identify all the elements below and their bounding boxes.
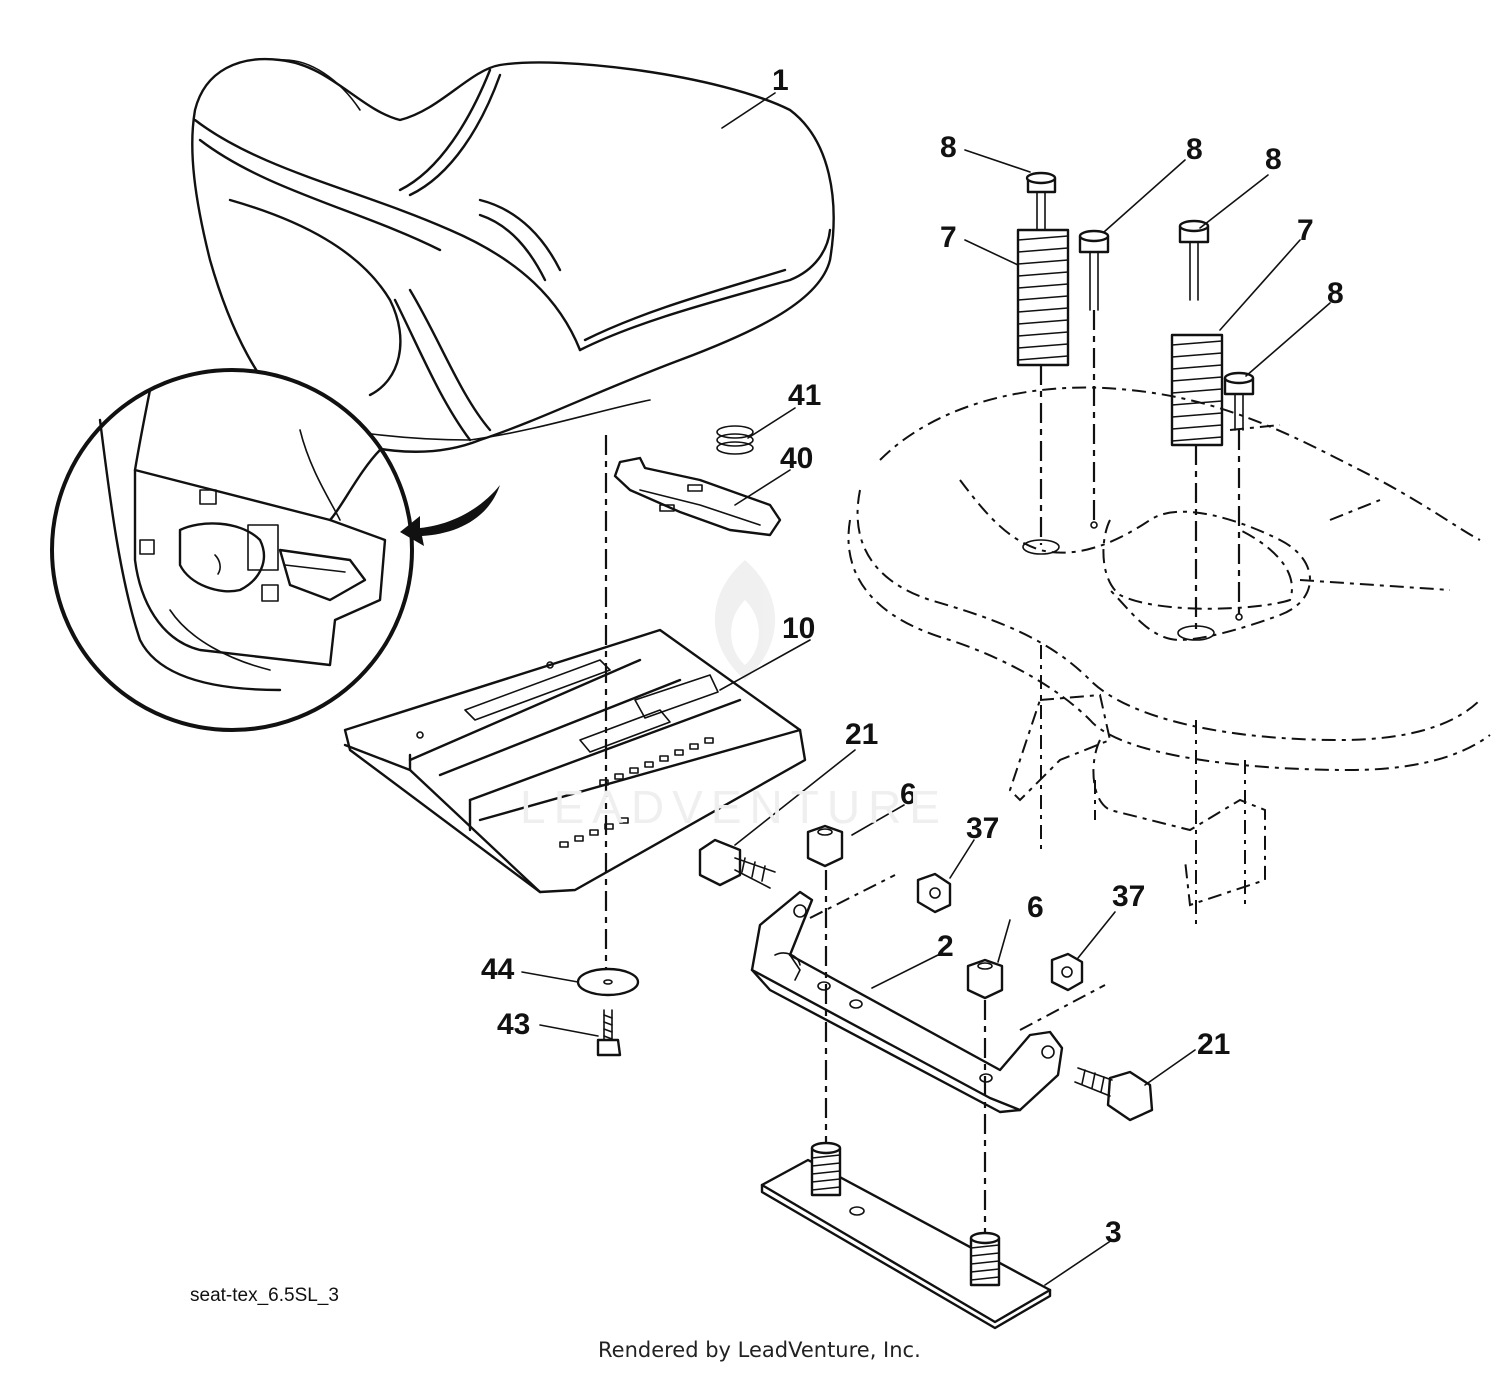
callout-2: 2	[937, 930, 954, 963]
callout-37-a: 37	[966, 812, 1000, 845]
spring-part-41	[716, 425, 754, 455]
callout-7-b: 7	[1297, 214, 1314, 247]
nut-part-37-b	[1050, 952, 1084, 992]
render-credit: Rendered by LeadVenture, Inc.	[598, 1338, 921, 1362]
callout-3: 3	[1105, 1216, 1122, 1249]
callout-40: 40	[780, 442, 814, 475]
bolt-part-21-right	[1074, 1067, 1154, 1122]
inset-arrow	[400, 485, 500, 546]
nut-part-37-a	[916, 872, 952, 914]
callout-1: 1	[772, 64, 789, 97]
seat-pan-part-10	[343, 628, 807, 894]
watermark-logo	[714, 560, 776, 680]
callout-21-a: 21	[845, 718, 879, 751]
watermark-text: LEADVENTURE	[520, 781, 948, 833]
fender-phantom	[847, 386, 1491, 925]
callout-43: 43	[497, 1008, 531, 1041]
callout-6-a: 6	[900, 778, 917, 811]
callout-37-b: 37	[1112, 880, 1146, 913]
bolt-part-21-left	[698, 838, 776, 889]
washer-part-44	[576, 967, 640, 997]
callout-8-d: 8	[1327, 277, 1344, 310]
stud-left	[810, 1141, 842, 1197]
bolt-part-8-a	[1025, 171, 1057, 231]
seat-part-1	[191, 57, 835, 453]
bolt-part-8-d	[1223, 371, 1255, 431]
callout-8-a: 8	[940, 131, 957, 164]
spring-part-7-left	[1016, 228, 1070, 367]
callout-44: 44	[481, 953, 515, 986]
callout-8-b: 8	[1186, 133, 1203, 166]
callout-7-a: 7	[940, 221, 957, 254]
centerline-37b	[1019, 984, 1106, 1031]
leader-lines	[521, 92, 1331, 1286]
callout-21-b: 21	[1197, 1028, 1231, 1061]
detail-inset	[50, 368, 414, 732]
callout-10: 10	[782, 612, 816, 645]
centerline-37a	[809, 874, 896, 919]
seat-pan-slots	[559, 737, 714, 848]
bracket-part-40	[613, 456, 782, 537]
stud-right	[969, 1231, 1001, 1287]
bolt-part-8-c	[1178, 219, 1210, 301]
spring-part-7-right	[1170, 333, 1224, 447]
bolt-part-43	[596, 1009, 622, 1057]
plate-part-3	[760, 1141, 1052, 1330]
bracket-part-2	[750, 890, 1064, 1114]
callout-41: 41	[788, 379, 822, 412]
callout-8-c: 8	[1265, 143, 1282, 176]
callout-6-b: 6	[1027, 891, 1044, 924]
bolt-part-8-b	[1078, 229, 1110, 311]
nut-part-6-b	[966, 958, 1004, 1000]
nut-part-6-a	[806, 824, 844, 868]
diagram-code: seat-tex_6.5SL_3	[190, 1285, 339, 1306]
